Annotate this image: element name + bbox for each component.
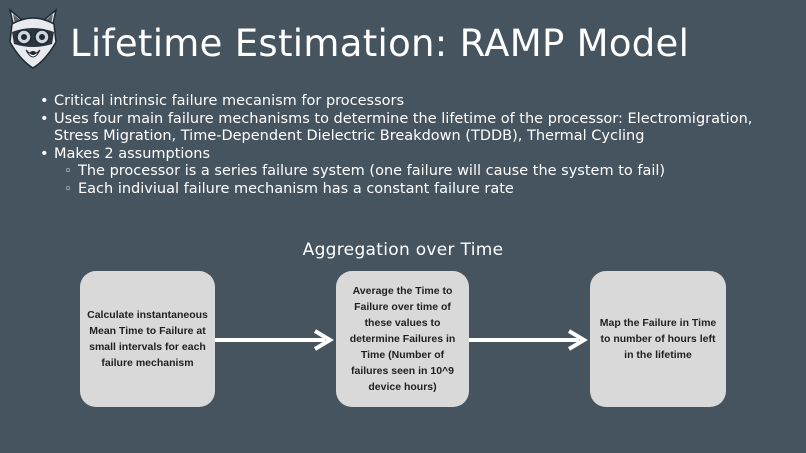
section-title: Aggregation over Time: [302, 240, 504, 260]
bullet-list: Critical intrinsic failure mecanism for …: [40, 93, 800, 198]
bullet-item: Makes 2 assumptions: [40, 146, 800, 164]
flow-box-text: Average the Time to Failure over time of…: [349, 285, 456, 393]
sub-bullet-item: Each indiviual failure mechanism has a c…: [40, 181, 800, 199]
bullet-item: Uses four main failure mechanisms to det…: [40, 111, 800, 146]
raccoon-logo-icon: [8, 8, 58, 69]
bullet-item: Critical intrinsic failure mecanism for …: [40, 93, 800, 111]
slide-title: Lifetime Estimation: RAMP Model: [70, 22, 690, 65]
right-arrow-icon: [215, 329, 334, 351]
flow-box-text: Map the Failure in Time to number of hou…: [599, 317, 717, 361]
flow-box-average-fit: Average the Time to Failure over time of…: [336, 271, 469, 407]
flow-box-calculate-mttf: Calculate instantaneous Mean Time to Fai…: [80, 271, 215, 407]
flow-box-text: Calculate instantaneous Mean Time to Fai…: [87, 309, 208, 369]
sub-bullet-item: The processor is a series failure system…: [40, 163, 800, 181]
right-arrow-icon: [469, 329, 588, 351]
flow-box-map-hours: Map the Failure in Time to number of hou…: [590, 271, 726, 407]
